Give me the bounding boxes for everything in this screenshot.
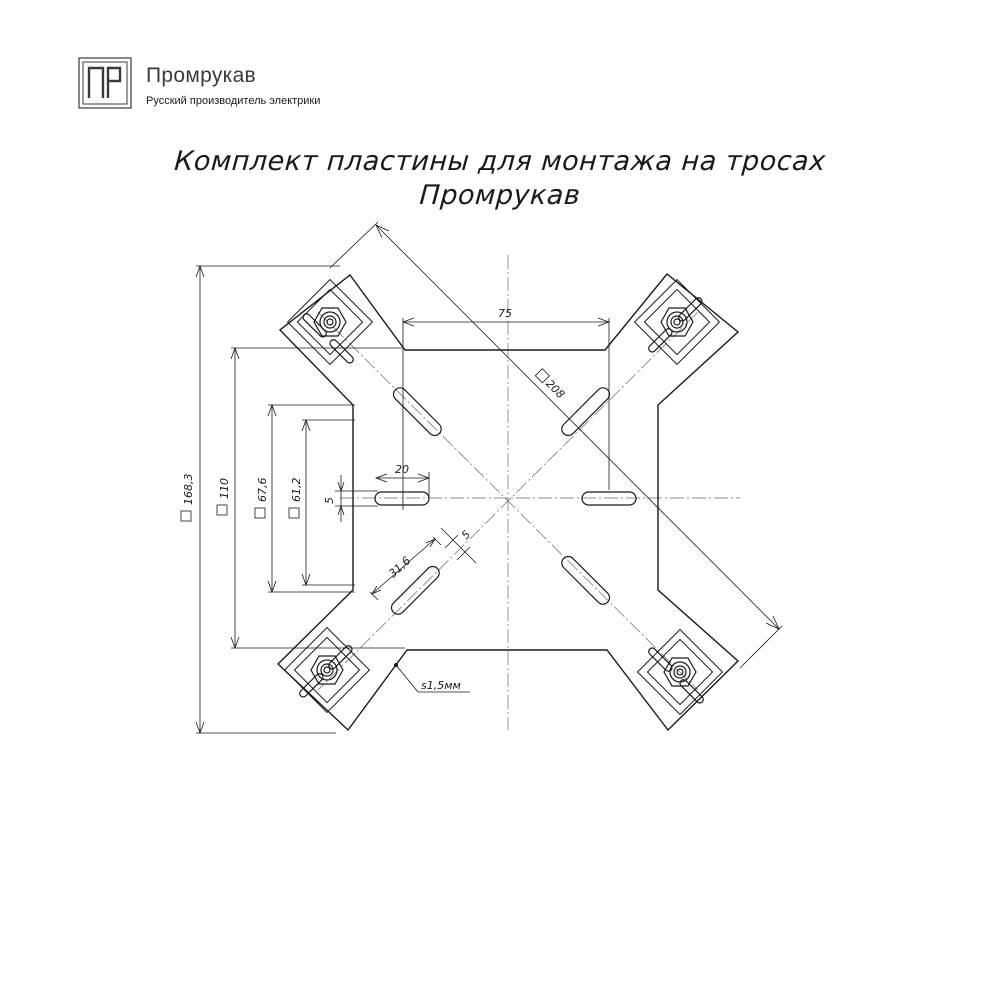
dim-diagonal-label: 208 — [543, 377, 567, 401]
square-symbol — [180, 510, 192, 522]
mounting-slots — [299, 297, 704, 704]
centerlines — [317, 255, 740, 730]
dim-inner-height-label: 110 — [218, 478, 231, 499]
nut-bottom-left-icon — [310, 655, 344, 685]
dim-diag-slot-width — [440, 527, 477, 564]
dim-diag-slot-length — [369, 536, 442, 601]
dim-overall-height — [195, 264, 340, 735]
dim-diag-slot-length-label: 31,6 — [386, 554, 413, 580]
nut-top-right-icon — [660, 307, 694, 337]
dim-slot-span-inner — [301, 418, 355, 587]
dim-diagonal — [329, 221, 783, 669]
thickness-label: s1,5мм — [421, 679, 461, 692]
dim-slot-span-inner-label: 61,2 — [290, 478, 303, 503]
corner-pads — [283, 278, 724, 716]
dim-slot-span-label: 67,6 — [256, 478, 269, 503]
brand-name: Промрукав — [146, 64, 257, 87]
dim-inner-height — [230, 346, 405, 650]
square-symbol — [216, 504, 228, 516]
dim-overall-height-label: 168,3 — [182, 474, 195, 506]
dim-slot-length-label: 20 — [395, 463, 409, 476]
dim-slot-spacing-label: 75 — [498, 307, 512, 320]
nut-top-left-icon — [313, 307, 347, 337]
dim-slot-length — [374, 472, 431, 500]
square-symbol — [534, 368, 551, 384]
thickness-leader — [395, 664, 470, 693]
plate-outline — [276, 273, 740, 732]
promrukav-logo — [78, 57, 132, 109]
dim-slot-span — [267, 403, 355, 594]
dim-slot-spacing — [401, 317, 611, 510]
dim-slot-width-label: 5 — [323, 497, 336, 504]
square-symbol — [254, 507, 266, 519]
dim-slot-width — [335, 475, 378, 522]
square-symbol — [288, 507, 300, 519]
dim-diag-slot-width-label: 5 — [459, 528, 473, 542]
brand-tagline: Русский производитель электрики — [146, 95, 321, 107]
dim-diagonal-label-group: 208 — [534, 368, 567, 401]
